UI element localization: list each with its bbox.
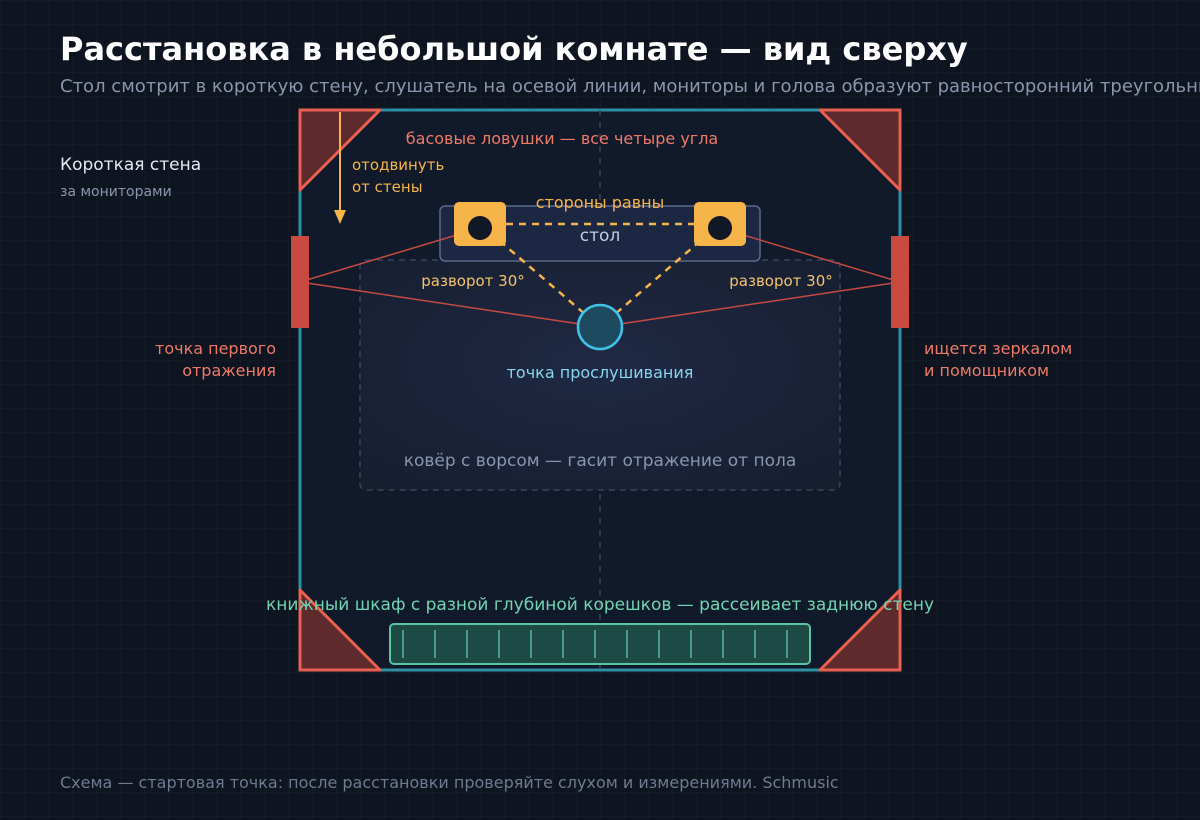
bass-traps-label: басовые ловушки — все четыре угла xyxy=(406,129,718,148)
woofer-icon xyxy=(468,216,492,240)
page-subtitle: Стол смотрит в короткую стену, слушатель… xyxy=(60,76,1200,97)
mirror-label-1: ищется зеркалом xyxy=(924,339,1072,358)
move-from-wall-label-1: отодвинуть xyxy=(352,156,444,174)
speaker-left xyxy=(454,202,506,246)
listening-point-label: точка прослушивания xyxy=(507,363,694,382)
bookshelf xyxy=(389,623,811,665)
bass-trap-top-right xyxy=(818,108,902,192)
desk xyxy=(439,205,761,262)
mirror-label-2: и помощником xyxy=(924,361,1049,380)
desk-label: стол xyxy=(580,226,621,246)
first-reflection-label-1: точка первого xyxy=(155,339,276,358)
speaker-right xyxy=(694,202,746,246)
toe-in-left-label: разворот 30° xyxy=(421,272,525,290)
behind-monitors-label: за мониторами xyxy=(60,184,172,200)
first-reflection-label-2: отражения xyxy=(182,361,276,380)
rug-label: ковёр с ворсом — гасит отражение от пола xyxy=(404,451,797,471)
short-wall-label: Короткая стена xyxy=(60,155,201,175)
listener-circle-icon xyxy=(576,303,624,351)
bass-trap-bottom-right xyxy=(818,588,902,672)
arrow-down-icon xyxy=(334,112,346,224)
reflection-panel-right xyxy=(891,236,909,328)
reflection-panel-left xyxy=(291,236,309,328)
bass-traps xyxy=(298,108,902,672)
bass-trap-bottom-left xyxy=(298,588,382,672)
bookshelf-spines xyxy=(402,630,788,658)
bookshelf-body xyxy=(389,623,811,665)
footer-note: Схема — стартовая точка: после расстанов… xyxy=(60,773,839,792)
woofer-icon xyxy=(708,216,732,240)
toe-in-right-label: разворот 30° xyxy=(729,272,833,290)
bookshelf-label: книжный шкаф с разной глубиной корешков … xyxy=(266,595,934,615)
page-title: Расстановка в небольшой комнате — вид св… xyxy=(60,30,968,68)
sides-equal-label: стороны равны xyxy=(536,193,665,212)
move-from-wall-label-2: от стены xyxy=(352,178,423,196)
